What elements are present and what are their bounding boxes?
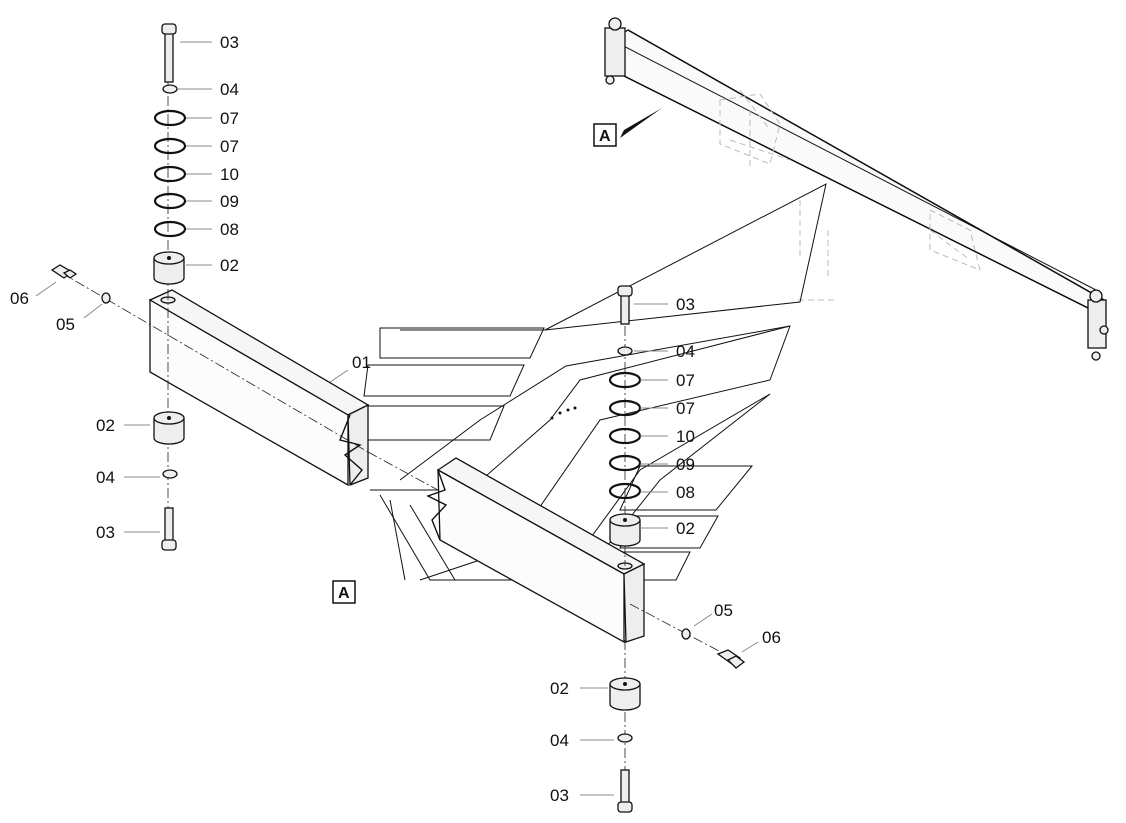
- callout-right-washer-top: 04: [676, 342, 695, 361]
- callout-right-bushing-bottom: 02: [550, 679, 569, 698]
- callout-right-oring-4: 09: [676, 455, 695, 474]
- callout-right-oring-2: 07: [676, 399, 695, 418]
- callout-right-screw-side: 06: [762, 628, 781, 647]
- right-bolt-bottom: [617, 769, 633, 813]
- callout-left-washer-top: 04: [220, 80, 239, 99]
- left-bolt-bottom: [161, 507, 177, 551]
- callout-right-oring-5: 08: [676, 483, 695, 502]
- left-bushing-top: [153, 251, 185, 285]
- right-oring-5: [608, 482, 642, 500]
- right-bushing-top: [609, 513, 641, 547]
- projection-outline: [355, 183, 827, 581]
- callout-left-bolt-top: 03: [220, 33, 239, 52]
- dots-marker: [550, 406, 577, 420]
- left-oring-1: [153, 109, 187, 127]
- left-oring-5: [153, 220, 187, 238]
- callout-left-oring-2: 07: [220, 137, 239, 156]
- callout-right-oring-3: 10: [676, 427, 695, 446]
- left-oring-4: [153, 192, 187, 210]
- right-bolt-top: [617, 285, 633, 325]
- callout-right-bolt-top: 03: [676, 295, 695, 314]
- right-oring-4: [608, 454, 642, 472]
- callout-left-washer-side: 05: [56, 315, 75, 334]
- left-washer-top: [162, 84, 178, 94]
- view-label-overview-text: A: [599, 128, 611, 145]
- left-bushing-bottom: [153, 411, 185, 445]
- callout-left-oring-4: 09: [220, 192, 239, 211]
- right-washer-top: [617, 346, 633, 356]
- right-arm: [426, 290, 737, 810]
- right-washer-side: [681, 628, 691, 640]
- callout-left-washer-bottom: 04: [96, 468, 115, 487]
- callout-left-oring-1: 07: [220, 109, 239, 128]
- callout-right-washer-bottom: 04: [550, 731, 569, 750]
- overview-frame: [604, 17, 1109, 361]
- callout-left-bushing-bottom: 02: [96, 416, 115, 435]
- right-washer-bottom: [617, 733, 633, 743]
- callout-left-bushing-top: 02: [220, 256, 239, 275]
- callout-left-oring-5: 08: [220, 220, 239, 239]
- leader-lines: [35, 41, 759, 796]
- view-label-overview: A: [593, 123, 617, 147]
- callout-right-bolt-bottom: 03: [550, 786, 569, 805]
- left-screw-side: [50, 264, 78, 279]
- view-label-detail-text: A: [338, 585, 350, 602]
- callout-right-oring-1: 07: [676, 371, 695, 390]
- callout-right-bushing-top: 02: [676, 519, 695, 538]
- callout-right-washer-side: 05: [714, 601, 733, 620]
- left-washer-bottom: [162, 469, 178, 479]
- right-screw-side: [716, 649, 746, 669]
- callout-left-oring-3: 10: [220, 165, 239, 184]
- right-bushing-bottom: [609, 677, 641, 711]
- callout-left-bolt-bottom: 03: [96, 523, 115, 542]
- view-label-detail: A: [332, 580, 356, 604]
- callout-left-screw-side: 06: [10, 289, 29, 308]
- left-oring-3: [153, 165, 187, 183]
- left-oring-2: [153, 137, 187, 155]
- left-bolt-top: [161, 23, 177, 83]
- callouts-right: 03 04 07 07 10 09 08 02 05 06 02 04 03: [550, 295, 781, 805]
- left-washer-side: [101, 292, 111, 304]
- callout-left-arm: 01: [352, 353, 371, 372]
- left-arm: [59, 60, 641, 601]
- callouts-left: 03 04 07 07 10 09 08 02 06 05 01 02 04 0…: [10, 33, 371, 542]
